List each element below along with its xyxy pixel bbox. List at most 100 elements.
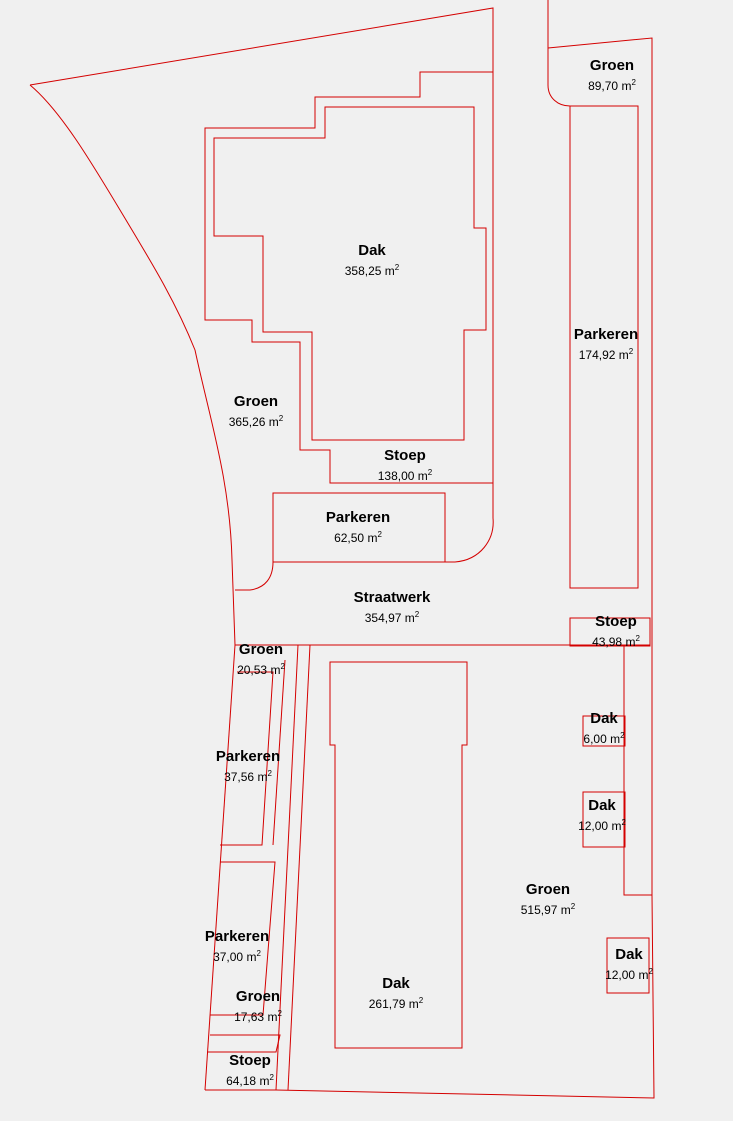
area-unit: m	[269, 415, 279, 429]
building-dak-main	[213, 106, 487, 441]
area-unit-exponent: 2	[428, 468, 433, 477]
area-value: 17,63 m2	[234, 1009, 282, 1024]
building-dak-bottom	[329, 661, 468, 1049]
area-label-dak-main-top: Dak 358,25 m2	[345, 242, 400, 278]
area-unit-exponent: 2	[620, 731, 625, 740]
area-value: 89,70 m2	[588, 78, 636, 93]
area-value: 64,18 m2	[226, 1073, 274, 1088]
area-value: 20,53 m2	[237, 662, 285, 677]
area-unit-exponent: 2	[256, 949, 261, 958]
area-unit: m	[621, 79, 631, 93]
dak-small-2-shape	[582, 791, 626, 848]
area-unit: m	[561, 903, 571, 917]
area-label-parkeren-left-lower: Parkeren 37,00 m2	[205, 928, 269, 964]
groen-top-right-shape	[547, 0, 639, 589]
area-label-dak-small-2: Dak 12,00 m2	[578, 797, 626, 833]
area-number: 174,92	[579, 348, 619, 362]
area-unit: m	[625, 635, 635, 649]
area-name: Stoep	[229, 1052, 271, 1069]
area-name: Straatwerk	[354, 589, 431, 606]
area-label-dak-small-1: Dak 6,00 m2	[583, 710, 625, 746]
area-unit: m	[610, 732, 620, 746]
area-label-groen-strip-top: Groen 20,53 m2	[237, 641, 285, 677]
area-name: Stoep	[384, 447, 426, 464]
area-unit: m	[385, 264, 395, 278]
area-unit-exponent: 2	[571, 902, 576, 911]
area-name: Dak	[382, 975, 410, 992]
area-number: 6,00	[583, 732, 610, 746]
area-unit: m	[619, 348, 629, 362]
area-unit-exponent: 2	[415, 610, 420, 619]
area-value: 6,00 m2	[583, 731, 625, 746]
parking-left-upper-shape	[220, 671, 274, 846]
area-name: Dak	[588, 797, 616, 814]
area-number: 62,50	[334, 531, 367, 545]
right-boundary	[547, 37, 653, 895]
area-unit: m	[246, 950, 256, 964]
area-number: 89,70	[588, 79, 621, 93]
area-number: 365,26	[229, 415, 269, 429]
area-number: 358,25	[345, 264, 385, 278]
dak-small-3-shape	[606, 937, 650, 994]
area-label-dak-small-3: Dak 12,00 m2	[605, 946, 653, 982]
area-value: 37,00 m2	[213, 949, 261, 964]
groen-lower-strip	[207, 1034, 281, 1053]
dak-small-1-shape	[582, 715, 626, 747]
area-number: 37,00	[213, 950, 246, 964]
area-name: Parkeren	[574, 326, 638, 343]
area-number: 64,18	[226, 1074, 259, 1088]
area-number: 37,56	[224, 770, 257, 784]
area-number: 12,00	[578, 819, 611, 833]
area-number: 43,98	[592, 635, 625, 649]
area-label-straatwerk: Straatwerk 354,97 m2	[354, 589, 431, 625]
curved-west-edge	[29, 84, 236, 646]
stoep-right-strip	[205, 646, 655, 1099]
area-value: 515,97 m2	[521, 902, 576, 917]
area-unit-exponent: 2	[395, 263, 400, 272]
area-value: 261,79 m2	[369, 996, 424, 1011]
area-unit-exponent: 2	[629, 347, 634, 356]
area-number: 20,53	[237, 663, 270, 677]
area-label-parkeren-right-long: Parkeren 174,92 m2	[574, 326, 638, 362]
area-value: 174,92 m2	[579, 347, 634, 362]
area-unit: m	[611, 819, 621, 833]
area-unit: m	[367, 531, 377, 545]
plot-outlines	[29, 0, 655, 1099]
left-strip-inner-2	[287, 644, 311, 1091]
left-strip-inner-1	[275, 644, 299, 1091]
area-number: 354,97	[365, 611, 405, 625]
area-name: Groen	[239, 641, 283, 658]
area-name: Dak	[358, 242, 386, 259]
plot-boundary-upper	[29, 7, 494, 484]
area-label-parkeren-left-upper: Parkeren 37,56 m2	[216, 748, 280, 784]
area-name: Stoep	[595, 613, 637, 630]
area-unit-exponent: 2	[280, 662, 285, 671]
area-unit-exponent: 2	[648, 967, 653, 976]
area-number: 17,63	[234, 1010, 267, 1024]
area-value: 43,98 m2	[592, 634, 640, 649]
left-strip-outer	[204, 644, 236, 1091]
area-unit: m	[405, 611, 415, 625]
area-name: Parkeren	[326, 509, 390, 526]
area-value: 37,56 m2	[224, 769, 272, 784]
area-name: Parkeren	[216, 748, 280, 765]
area-number: 138,00	[378, 469, 418, 483]
area-unit: m	[257, 770, 267, 784]
area-name: Dak	[615, 946, 643, 963]
area-unit-exponent: 2	[269, 1073, 274, 1082]
area-name: Parkeren	[205, 928, 269, 945]
area-unit-exponent: 2	[621, 818, 626, 827]
straatwerk-edge-left	[235, 493, 274, 591]
area-value: 365,26 m2	[229, 414, 284, 429]
area-value: 12,00 m2	[605, 967, 653, 982]
area-unit-exponent: 2	[419, 996, 424, 1005]
area-number: 261,79	[369, 997, 409, 1011]
area-unit-exponent: 2	[277, 1009, 282, 1018]
area-name: Dak	[590, 710, 618, 727]
